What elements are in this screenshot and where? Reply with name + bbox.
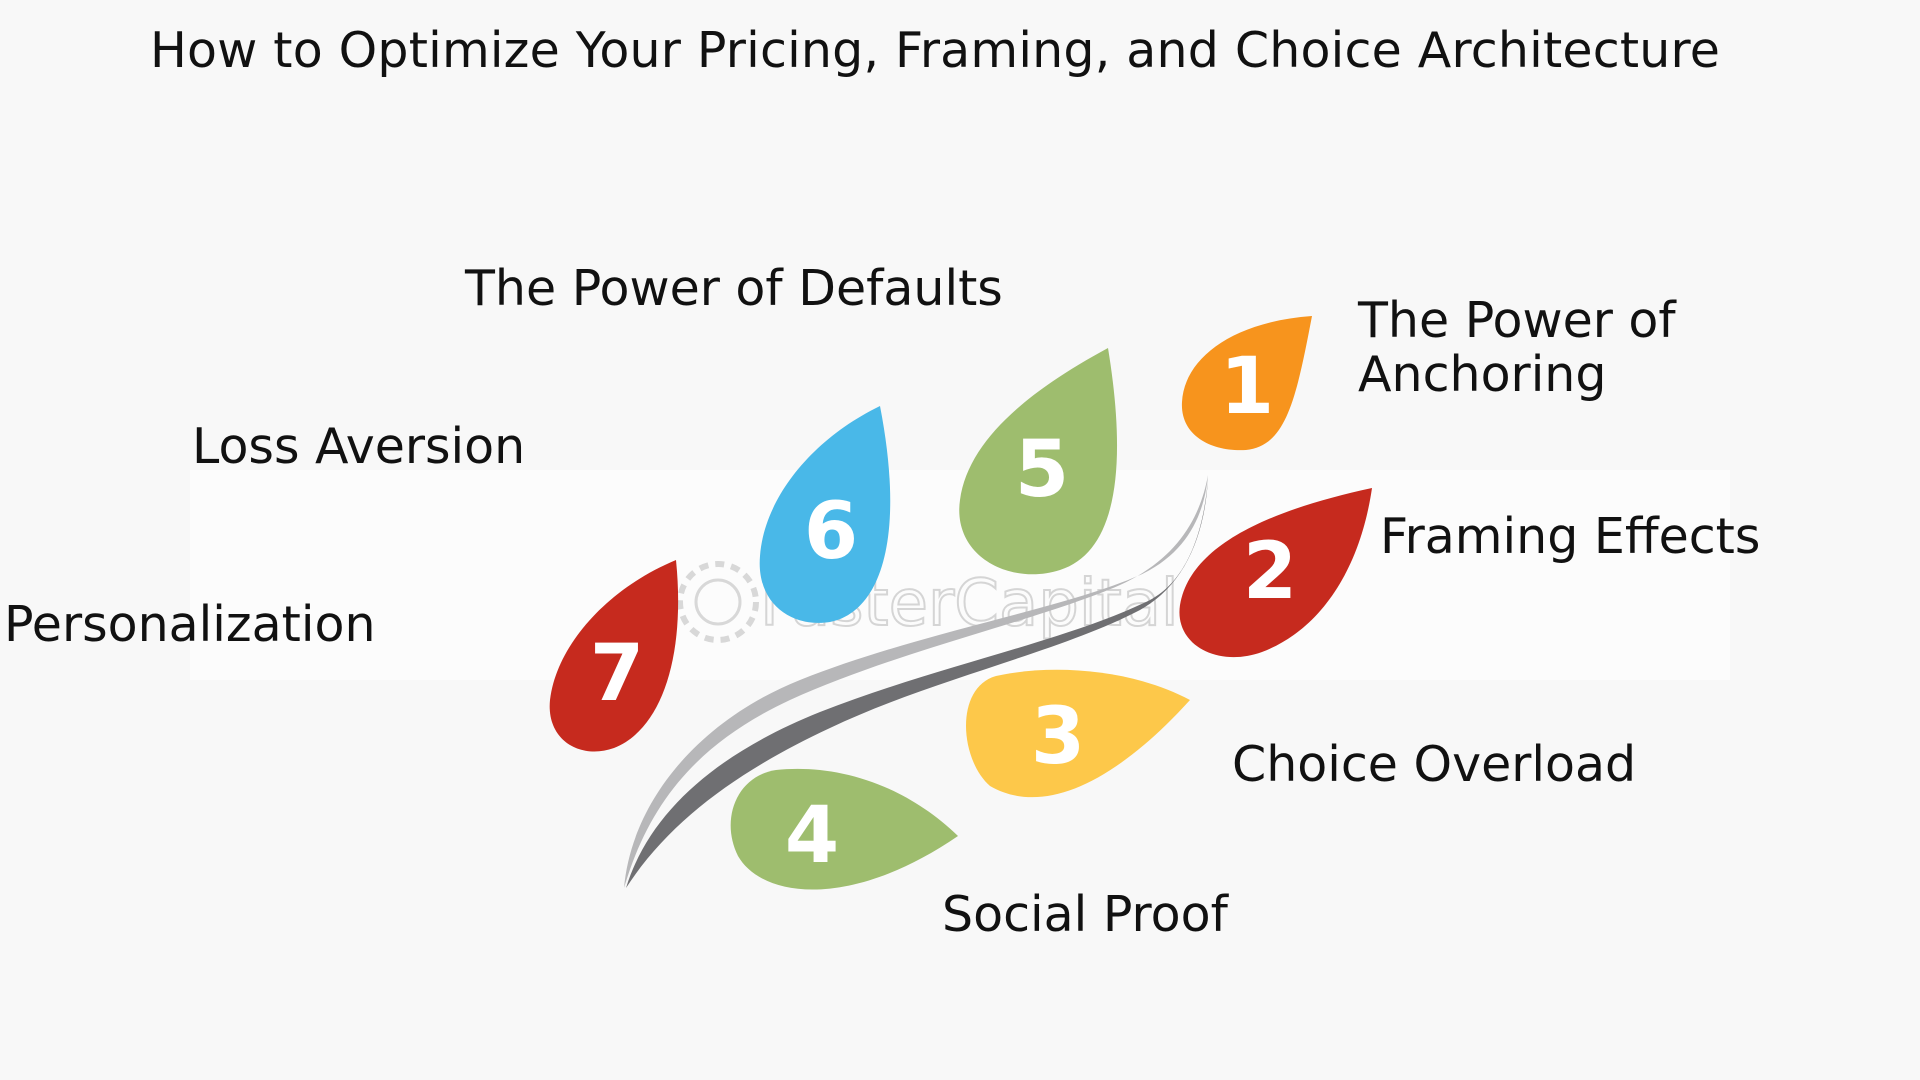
label-anchoring-line: Anchoring [1358,346,1607,403]
watermark-gear-icon [677,561,759,643]
petal-7-number: 7 [590,629,644,719]
petal-6: 6 [759,406,891,623]
swoosh [624,475,1208,888]
petal-2-shape [1179,488,1372,658]
petal-7: 7 [549,560,679,752]
petal-2-number: 2 [1243,527,1297,617]
petal-5-shape [959,348,1118,575]
petal-4: 4 [730,768,958,890]
label-anchoring-line: The Power of [1358,292,1676,349]
swoosh-dark-stroke [626,478,1208,888]
petal-6-number: 6 [804,487,858,577]
petal-1: 1 [1181,316,1312,451]
petal-3-shape [966,669,1190,798]
label-framing-effects: Framing Effects [1380,508,1761,565]
petal-1-number: 1 [1220,342,1274,432]
label-anchoring: The Power of Anchoring [1358,294,1676,402]
petal-2: 2 [1179,488,1372,658]
petal-6-shape [759,406,891,623]
petal-7-shape [549,560,679,752]
page-title: How to Optimize Your Pricing, Framing, a… [150,22,1721,79]
petal-3: 3 [966,669,1190,798]
petal-5-number: 5 [1015,425,1069,515]
petal-5: 5 [959,348,1118,575]
label-loss-aversion: Loss Aversion [192,418,526,475]
petal-1-shape [1181,316,1312,451]
petal-3-number: 3 [1031,692,1085,782]
label-choice-overload: Choice Overload [1232,736,1637,793]
label-personalization: Personalization [4,596,376,653]
label-social-proof: Social Proof [942,886,1228,943]
label-power-of-defaults: The Power of Defaults [465,260,1003,317]
petal-4-number: 4 [785,791,839,881]
petal-4-shape [730,768,958,890]
